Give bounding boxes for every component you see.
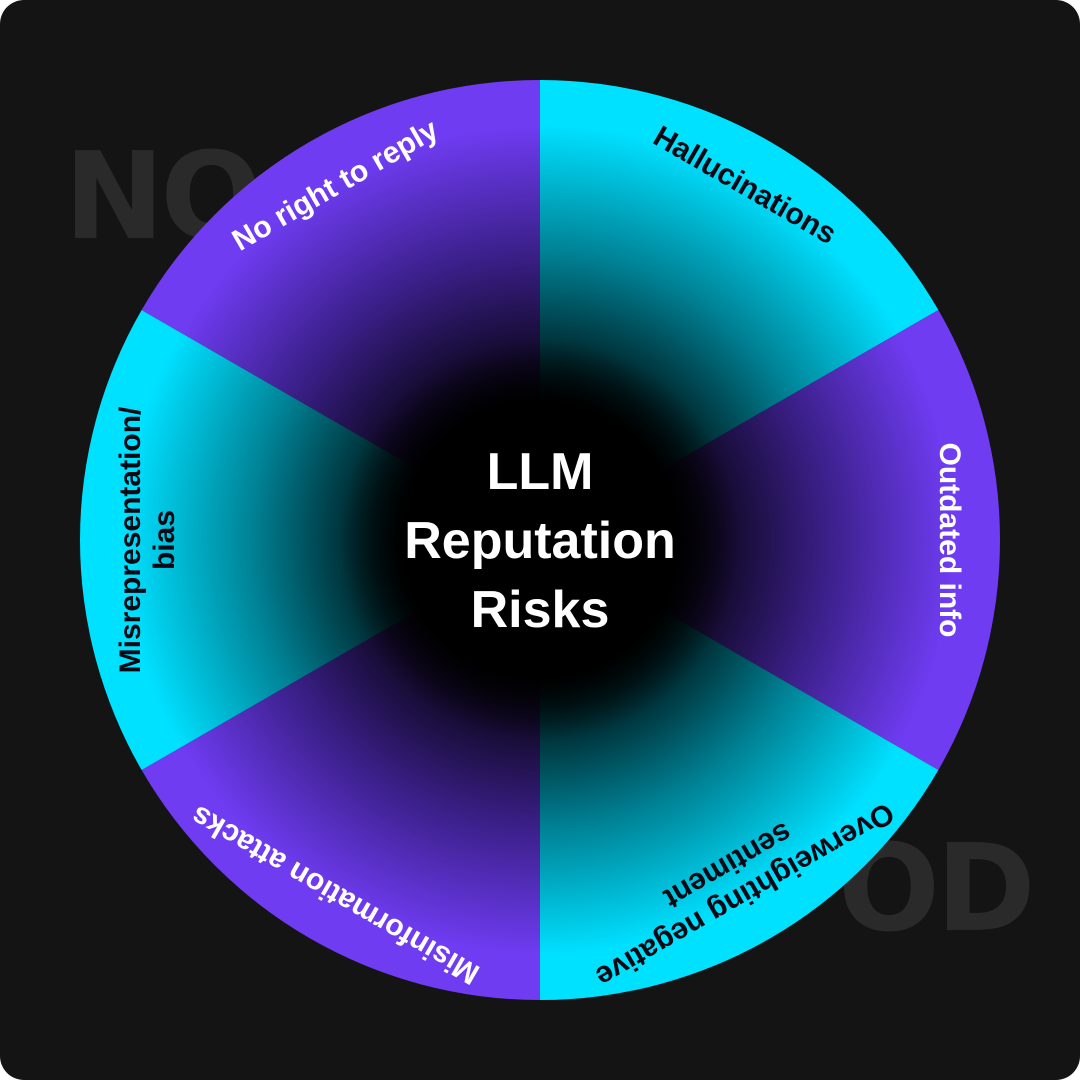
center-title-line-2: Reputation	[404, 512, 676, 570]
segment-label-2: Outdated info	[933, 443, 966, 638]
wheel-segment-2	[540, 310, 1000, 770]
segment-label-text-line-2: bias	[148, 510, 181, 570]
center-title-line-1: LLM	[487, 443, 594, 501]
segment-label-text: Misrepresentation/	[114, 406, 147, 673]
segment-label-5: Misrepresentation/bias	[114, 406, 181, 673]
center-title-line-3: Risks	[471, 581, 610, 639]
wheel-segment-5	[79, 310, 540, 770]
center-shade	[340, 340, 740, 740]
segment-label-text: Outdated info	[933, 443, 966, 638]
